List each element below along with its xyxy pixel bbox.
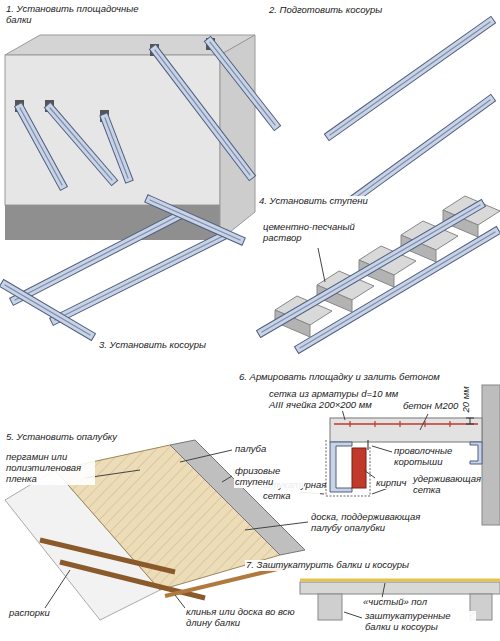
steel-beam xyxy=(262,205,480,332)
step-title: 3. Установить косоуры xyxy=(98,340,228,351)
beam-stroke xyxy=(5,285,90,335)
beam-stroke xyxy=(355,100,490,198)
beam-stroke xyxy=(55,235,225,320)
steel-beam xyxy=(105,118,128,178)
beam-stroke xyxy=(150,200,240,240)
step-title: 7. Заштукатурить балки и косоуры xyxy=(245,560,445,571)
beam-stroke xyxy=(300,232,495,348)
beam-stroke xyxy=(55,235,225,320)
part-label: удерживающая сетка xyxy=(412,474,480,496)
part-label: клинья или доска во всю длину балки xyxy=(185,607,303,629)
beam-stroke xyxy=(105,118,128,178)
step-title: 1. Установить площадочные балки xyxy=(5,4,145,26)
part-label: палуба xyxy=(234,444,284,455)
steel-beam xyxy=(15,215,180,300)
beam-stroke xyxy=(15,215,180,300)
formwork xyxy=(5,440,308,620)
beam-stroke xyxy=(262,205,480,332)
part-label: распорки xyxy=(8,608,68,619)
part-label: фризовые ступени xyxy=(234,466,304,488)
beam-stroke xyxy=(15,215,180,300)
beam-stroke xyxy=(355,100,490,198)
steel-beam xyxy=(355,100,490,198)
beam-stroke xyxy=(105,118,128,178)
beam-stroke xyxy=(355,100,490,198)
beam-stroke xyxy=(55,235,225,320)
part-label: 20 мм xyxy=(461,385,472,413)
beam-stroke xyxy=(262,205,480,332)
steel-beam xyxy=(150,200,240,240)
beam-stroke xyxy=(210,42,275,125)
wall-block xyxy=(5,35,255,240)
leader-line xyxy=(318,248,325,282)
step-title: 5. Установить опалубку xyxy=(5,432,155,443)
part-label: пергамин или полиэтиленовая пленка xyxy=(5,452,95,485)
step-title: 2. Подготовить косоуры xyxy=(268,5,418,16)
part-label: кирпич xyxy=(375,478,415,489)
part-label: заштукатуренные балки и косоуры xyxy=(364,611,476,633)
part-label: доска, поддерживающая палубу опалубки xyxy=(310,512,440,534)
beam-stroke xyxy=(210,42,275,125)
steel-beam xyxy=(55,235,225,320)
beam-stroke xyxy=(300,232,495,348)
beam-stroke xyxy=(5,285,90,335)
steel-beam xyxy=(210,42,275,125)
step-title: 6. Армировать площадку и залить бетоном xyxy=(238,372,496,383)
beam-stroke xyxy=(5,285,90,335)
steel-beams xyxy=(5,22,495,348)
beam-stroke xyxy=(105,118,128,178)
beam-stroke xyxy=(150,200,240,240)
beam-stroke xyxy=(150,200,240,240)
beam-stroke xyxy=(210,42,275,125)
steel-beam xyxy=(300,232,495,348)
beam-stroke xyxy=(262,205,480,332)
part-label: проволочные коротыши xyxy=(393,446,465,468)
steel-beam xyxy=(5,285,90,335)
part-label: «чистый» пол xyxy=(362,597,442,608)
beam-stroke xyxy=(300,232,495,348)
part-label: цементно-песчаный раствор xyxy=(262,222,362,244)
beam-stroke xyxy=(15,215,180,300)
step-title: 4. Установить ступени xyxy=(258,196,418,207)
part-label: бетон М200 xyxy=(402,401,460,412)
part-label: сетка из арматуры d=10 мм AIII ячейка 20… xyxy=(268,389,400,411)
